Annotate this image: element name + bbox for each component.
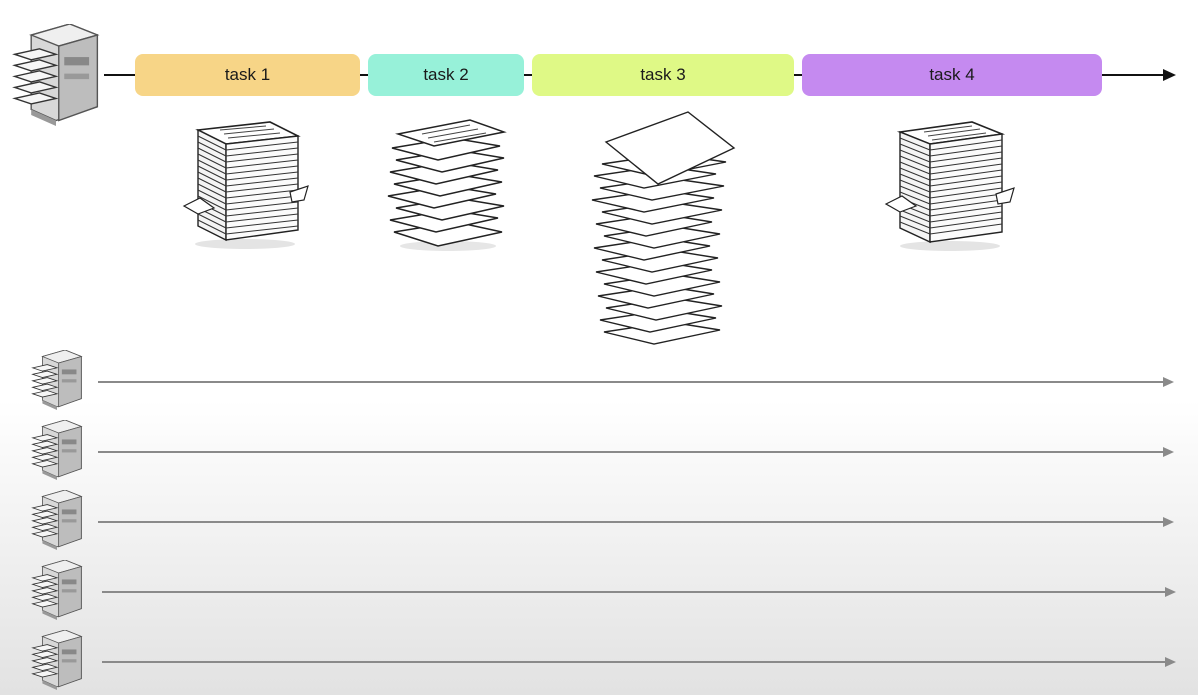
- worker-timeline-line-2: [98, 451, 1164, 453]
- task-2-label: task 2: [423, 65, 469, 84]
- paper-stack-task-1-icon: [180, 116, 310, 250]
- task-1-label: task 1: [224, 65, 271, 84]
- worker-copier-icon-2: [28, 420, 86, 480]
- worker-copier-icon-1: [28, 350, 86, 410]
- worker-timeline-arrowhead-4: [1165, 587, 1176, 597]
- paper-stack-task-3-icon: [588, 108, 738, 348]
- worker-copier-icon-4: [28, 560, 86, 620]
- worker-timeline-arrowhead-5: [1165, 657, 1176, 667]
- task-3-label: task 3: [640, 65, 686, 84]
- worker-timeline-arrowhead-1: [1163, 377, 1174, 387]
- worker-copier-icon-3: [28, 490, 86, 550]
- task-4-label: task 4: [929, 65, 975, 84]
- worker-timeline-line-3: [98, 521, 1164, 523]
- worker-timeline-arrowhead-3: [1163, 517, 1174, 527]
- worker-timeline-arrowhead-2: [1163, 447, 1174, 457]
- task-1-bar[interactable]: task 1: [135, 54, 360, 96]
- task-2-bar[interactable]: task 2: [368, 54, 524, 96]
- task-3-bar[interactable]: task 3: [532, 54, 794, 96]
- main-timeline-arrowhead: [1163, 69, 1176, 81]
- main-copier-icon: [6, 24, 106, 126]
- paper-stack-task-2-icon: [386, 114, 508, 254]
- paper-stack-task-4-icon: [884, 114, 1016, 254]
- worker-timeline-line-1: [98, 381, 1164, 383]
- worker-timeline-line-4: [102, 591, 1166, 593]
- task-4-bar[interactable]: task 4: [802, 54, 1102, 96]
- worker-copier-icon-5: [28, 630, 86, 690]
- worker-timeline-line-5: [102, 661, 1166, 663]
